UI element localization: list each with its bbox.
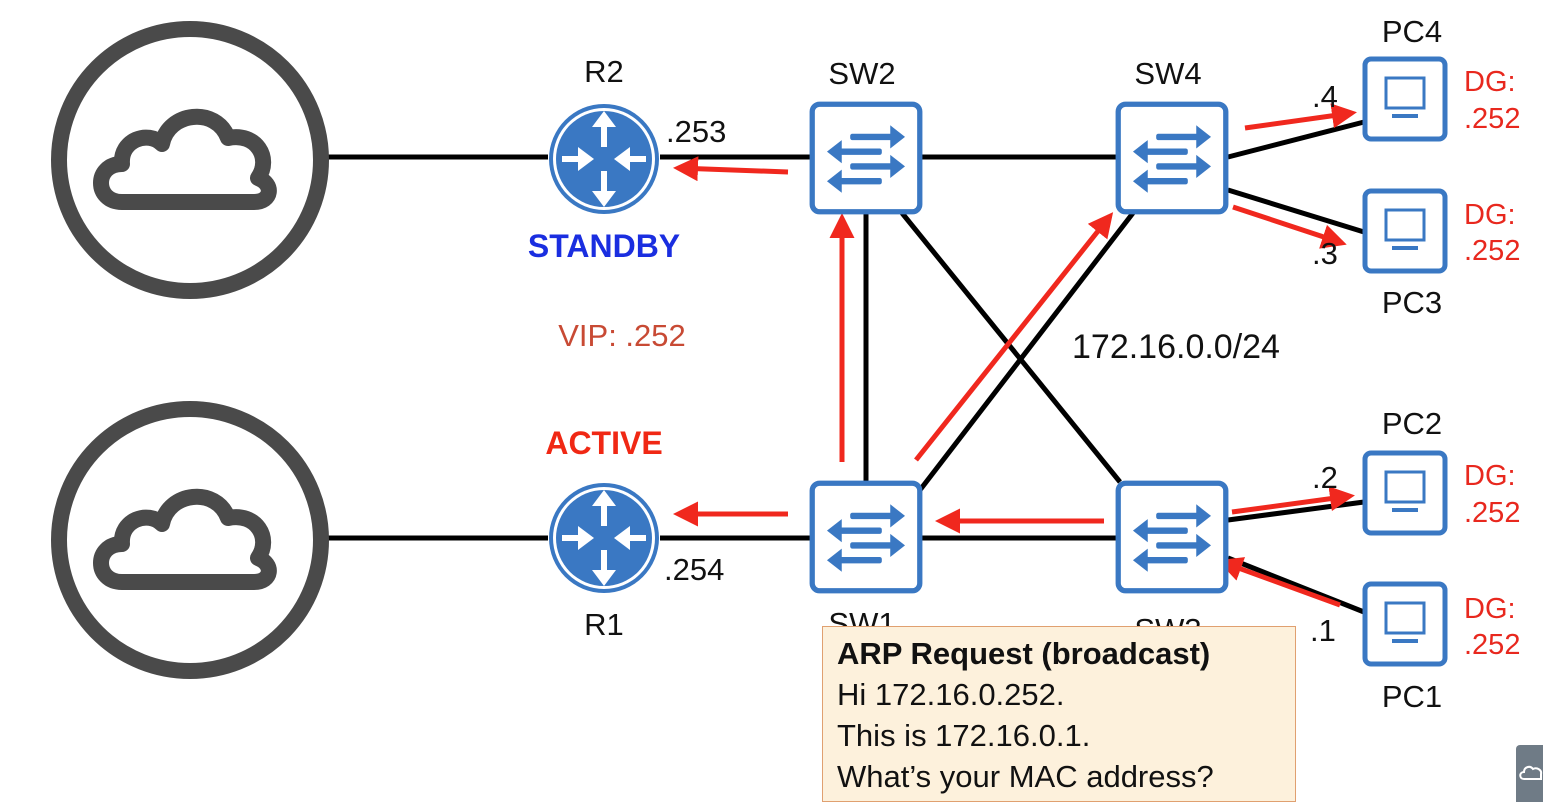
pc3-ip-label: .3 — [1312, 236, 1338, 271]
arp-request-line-2: This is 172.16.0.1. — [837, 718, 1091, 753]
router-icon — [549, 104, 659, 214]
pc1-label: PC1 — [1382, 679, 1442, 714]
arrow-sw1-to-sw4 — [914, 212, 1114, 462]
r1-ip-label: .254 — [664, 552, 724, 587]
cloud-icon — [1519, 765, 1543, 780]
switch-icon — [812, 104, 920, 212]
switch-icon — [1118, 104, 1226, 212]
link-sw2-sw3 — [900, 211, 1122, 484]
pc4-dg-value: .252 — [1464, 103, 1520, 135]
switch-sw2-label: SW2 — [828, 56, 895, 91]
link-sw4-sw1 — [918, 211, 1135, 492]
arrow-sw3-to-pc2 — [1231, 486, 1355, 515]
switch-icon — [1118, 483, 1226, 591]
pc2-label: PC2 — [1382, 406, 1442, 441]
switch-icon — [812, 483, 920, 591]
router-icon — [549, 483, 659, 593]
corner-cloud-button[interactable] — [1516, 745, 1543, 802]
pc1-dg-label: DG: — [1464, 593, 1516, 625]
pc4-label: PC4 — [1382, 14, 1442, 49]
links — [326, 119, 1365, 615]
r2-ip-label: .253 — [666, 114, 726, 149]
switch-sw4-label: SW4 — [1134, 56, 1201, 91]
arp-request-title: ARP Request (broadcast) — [837, 636, 1211, 671]
pc4-dg-label: DG: — [1464, 66, 1516, 98]
arrow-sw4-to-pc4 — [1244, 103, 1357, 131]
pc1-ip-label: .1 — [1310, 613, 1336, 648]
cloud-icon — [59, 409, 321, 671]
arrow-pc1-to-sw3 — [1217, 557, 1341, 608]
arrow-sw4-to-pc3 — [1232, 204, 1347, 249]
standby-state-label: STANDBY — [528, 228, 680, 264]
link-sw3-pc1 — [1227, 555, 1365, 615]
pc-icon — [1365, 453, 1445, 533]
subnet-label: 172.16.0.0/24 — [1072, 328, 1280, 366]
pc3-dg-label: DG: — [1464, 199, 1516, 231]
pc3-dg-value: .252 — [1464, 235, 1520, 267]
router-r2-label: R2 — [584, 54, 624, 89]
arp-request-callout: ARP Request (broadcast) Hi 172.16.0.252.… — [822, 626, 1296, 802]
pc2-dg-value: .252 — [1464, 497, 1520, 529]
vip-label: VIP: .252 — [558, 318, 686, 353]
pc1-dg-value: .252 — [1464, 629, 1520, 661]
arp-request-line-3: What’s your MAC address? — [837, 759, 1214, 794]
pc2-ip-label: .2 — [1312, 460, 1338, 495]
pc3-label: PC3 — [1382, 285, 1442, 320]
router-r1-label: R1 — [584, 607, 624, 642]
active-state-label: ACTIVE — [545, 425, 662, 461]
pc-icon — [1365, 59, 1445, 139]
broadcast-arrows — [673, 103, 1357, 608]
pc2-dg-label: DG: — [1464, 460, 1516, 492]
cloud-icon — [59, 29, 321, 291]
pc4-ip-label: .4 — [1312, 79, 1338, 114]
pc-icon — [1365, 191, 1445, 271]
pc-icon — [1365, 584, 1445, 664]
arrow-sw2-to-r2 — [673, 156, 789, 182]
arp-request-line-1: Hi 172.16.0.252. — [837, 677, 1065, 712]
